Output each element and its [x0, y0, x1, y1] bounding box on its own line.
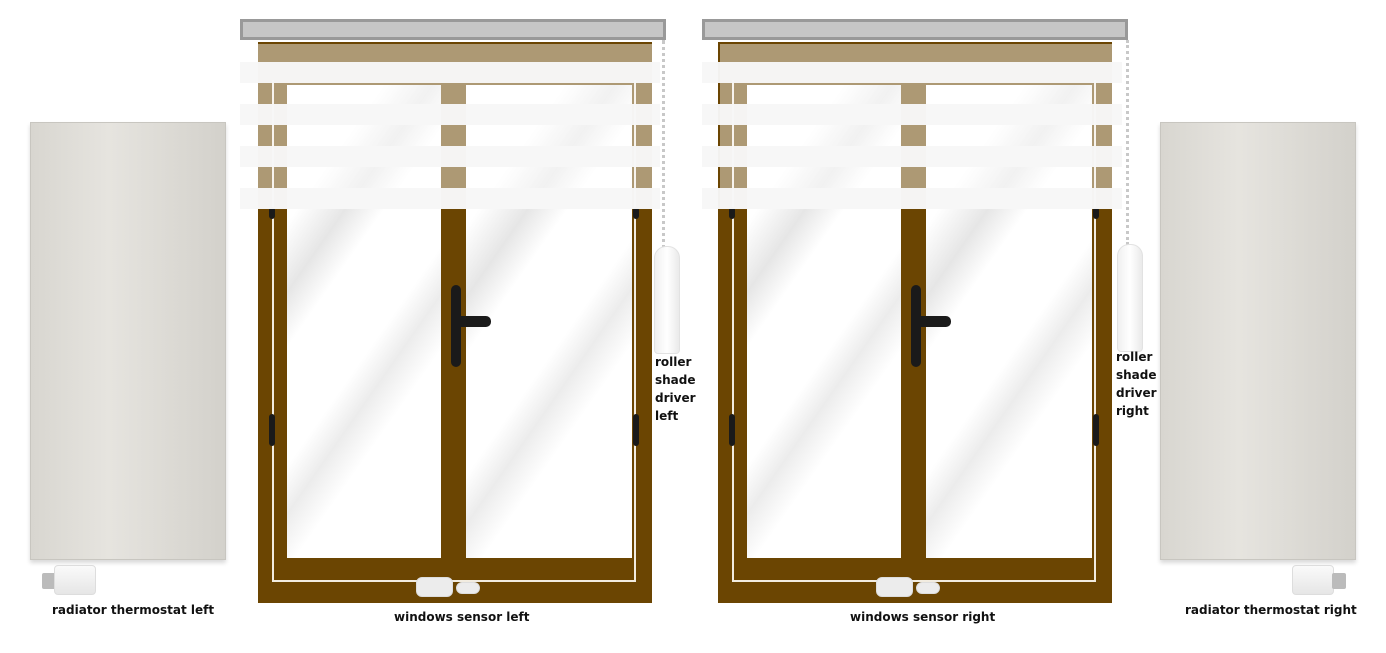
shade-headrail — [702, 19, 1128, 40]
shade-slat — [702, 104, 1122, 125]
radiator-thermostat-left[interactable] — [42, 565, 96, 595]
hinge — [729, 207, 735, 219]
radiator-thermostat-right[interactable] — [1292, 565, 1346, 595]
roller-shade-right[interactable] — [702, 19, 1128, 209]
shade-cord-left — [662, 40, 665, 268]
window-sensor-magnet — [916, 582, 940, 594]
shade-slat — [702, 188, 1122, 209]
shade-slat — [240, 62, 660, 83]
shade-headrail — [240, 19, 666, 40]
windows-sensor-left-label: windows sensor left — [394, 610, 530, 624]
radiator-right[interactable] — [1160, 122, 1356, 560]
hinge — [633, 414, 639, 446]
hinge — [633, 207, 639, 219]
roller-shade-left[interactable] — [240, 19, 666, 209]
window-frame-line — [732, 80, 1096, 582]
hinge — [269, 207, 275, 219]
roller-shade-driver-right-label: roller shade driver right — [1116, 350, 1157, 418]
radiator-thermostat-right-label: radiator thermostat right — [1185, 603, 1357, 617]
shade-slat — [702, 146, 1122, 167]
window-handle-lever — [915, 316, 951, 327]
window-sensor-left[interactable] — [416, 577, 453, 597]
hinge — [1093, 207, 1099, 219]
shade-slat — [702, 62, 1122, 83]
hinge — [729, 414, 735, 446]
shade-slat — [240, 104, 660, 125]
windows-sensor-right-label: windows sensor right — [850, 610, 996, 624]
window-handle-lever — [455, 316, 491, 327]
window-sensor-right[interactable] — [876, 577, 913, 597]
roller-shade-driver-right[interactable] — [1117, 244, 1143, 352]
window-frame-line — [272, 80, 636, 582]
shade-slat — [240, 188, 660, 209]
roller-shade-driver-left-label: roller shade driver left — [655, 355, 696, 423]
shade-cord-right — [1126, 40, 1129, 245]
hinge — [1093, 414, 1099, 446]
roller-shade-driver-left[interactable] — [654, 246, 680, 354]
radiator-thermostat-left-label: radiator thermostat left — [52, 603, 215, 617]
radiator-left[interactable] — [30, 122, 226, 560]
hinge — [269, 414, 275, 446]
shade-slat — [240, 146, 660, 167]
window-sensor-magnet — [456, 582, 480, 594]
